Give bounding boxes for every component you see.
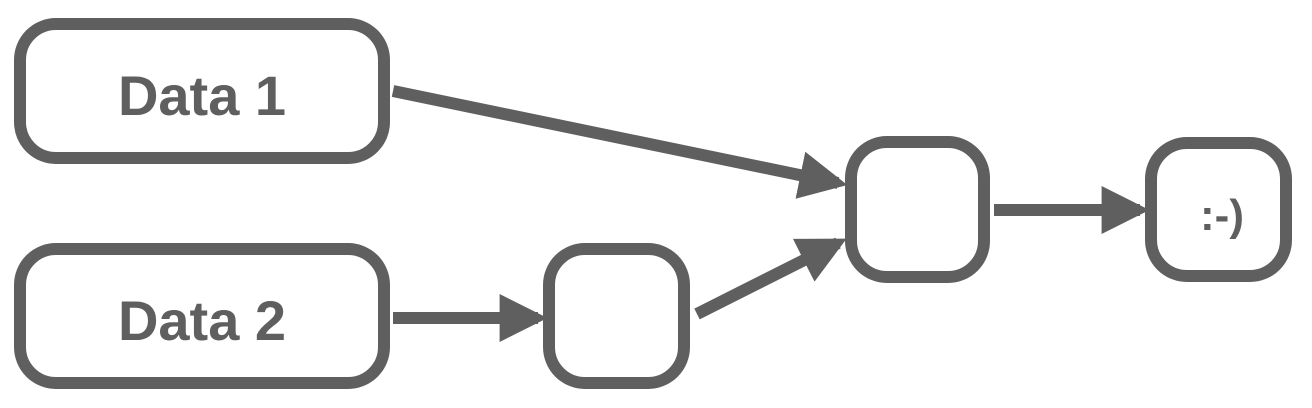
node-process [543, 243, 690, 389]
node-data2-label: Data 2 [118, 289, 286, 352]
node-merge [845, 136, 990, 283]
node-data1 [14, 18, 390, 164]
node-data1-label: Data 1 [118, 64, 286, 127]
edge-process-to-merge [694, 237, 847, 320]
node-data2 [14, 243, 390, 389]
edge-data1-to-merge [391, 85, 848, 199]
node-result [1145, 137, 1292, 282]
node-result-label: :-) [1200, 191, 1244, 240]
